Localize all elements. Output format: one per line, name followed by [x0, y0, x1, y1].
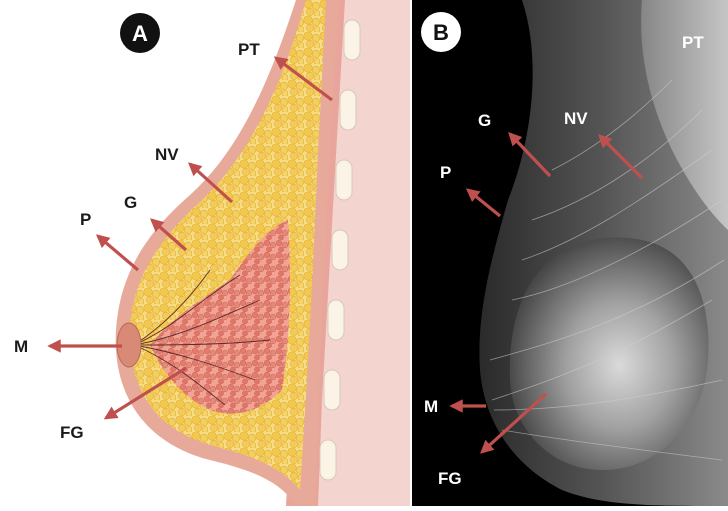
panel-b-badge: B	[421, 12, 461, 52]
panel-a-badge-letter: A	[132, 21, 148, 46]
anatomy-illustration-panel: A PT NV G P M FG	[0, 0, 410, 506]
label-pt: PT	[238, 40, 260, 59]
anatomy-illustration: A PT NV G P M FG	[0, 0, 410, 506]
mammogram-panel: B PT NV G P M FG	[412, 0, 728, 506]
arrow-p	[98, 236, 138, 270]
label-pt-b: PT	[682, 33, 704, 52]
label-m-b: M	[424, 397, 438, 416]
mammogram-image: B PT NV G P M FG	[412, 0, 728, 506]
label-fg: FG	[60, 423, 84, 442]
label-fg-b: FG	[438, 469, 462, 488]
label-g: G	[124, 193, 137, 212]
label-p-b: P	[440, 163, 451, 182]
label-nv-b: NV	[564, 109, 588, 128]
label-p: P	[80, 210, 91, 229]
panel-a-badge: A	[120, 13, 160, 53]
label-m: M	[14, 337, 28, 356]
label-g-b: G	[478, 111, 491, 130]
panel-b-badge-letter: B	[433, 20, 449, 45]
label-nv: NV	[155, 145, 179, 164]
